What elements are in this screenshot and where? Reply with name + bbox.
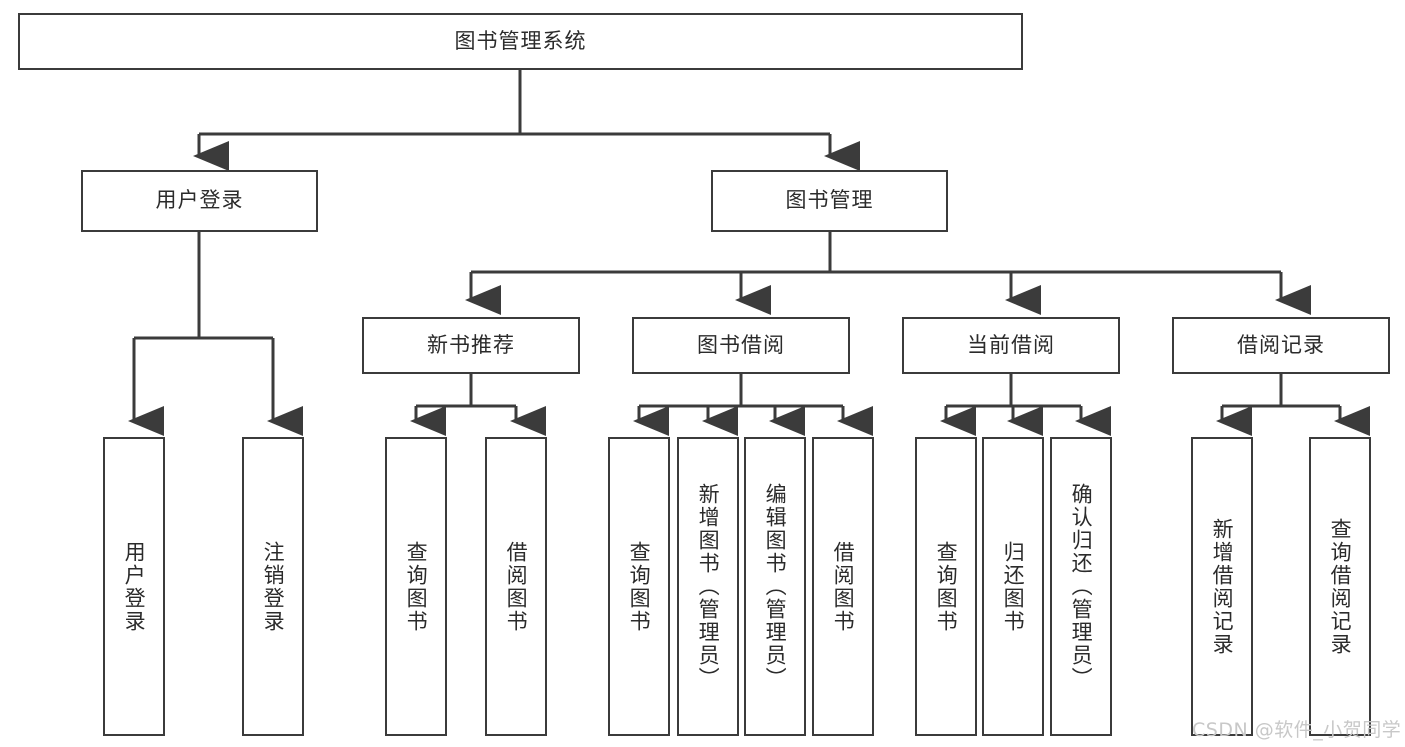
node-leaf-query-book-2[interactable]: 查询图书: [608, 437, 670, 736]
node-book-manage[interactable]: 图书管理: [711, 170, 948, 232]
node-leaf-borrow-book-1-label: 借阅图书: [504, 540, 529, 633]
node-leaf-logout-login[interactable]: 注销登录: [242, 437, 304, 736]
node-book-manage-label: 图书管理: [785, 188, 874, 213]
node-leaf-query-book-1-label: 查询图书: [404, 540, 429, 633]
node-leaf-query-book-2-label: 查询图书: [627, 540, 652, 633]
node-leaf-add-record-label: 新增借阅记录: [1210, 517, 1235, 656]
node-leaf-edit-book-label: 编辑图书（管理员）: [763, 483, 788, 690]
node-book-borrow[interactable]: 图书借阅: [632, 317, 850, 374]
node-root[interactable]: 图书管理系统: [18, 13, 1023, 70]
node-current-borrow[interactable]: 当前借阅: [902, 317, 1120, 374]
node-current-borrow-label: 当前借阅: [967, 332, 1055, 357]
node-borrow-record[interactable]: 借阅记录: [1172, 317, 1390, 374]
node-leaf-query-record[interactable]: 查询借阅记录: [1309, 437, 1371, 736]
node-leaf-confirm-return-label: 确认归还（管理员）: [1069, 483, 1094, 690]
csdn-watermark: CSDN @软件_小贺同学: [1192, 719, 1402, 741]
node-user-login[interactable]: 用户登录: [81, 170, 318, 232]
node-leaf-query-book-1[interactable]: 查询图书: [385, 437, 447, 736]
node-leaf-user-login[interactable]: 用户登录: [103, 437, 165, 736]
node-leaf-add-record[interactable]: 新增借阅记录: [1191, 437, 1253, 736]
node-leaf-edit-book[interactable]: 编辑图书（管理员）: [744, 437, 806, 736]
node-book-borrow-label: 图书借阅: [697, 332, 785, 357]
node-leaf-return-book-label: 归还图书: [1001, 540, 1026, 633]
node-leaf-confirm-return[interactable]: 确认归还（管理员）: [1050, 437, 1112, 736]
node-root-label: 图书管理系统: [454, 28, 587, 53]
node-leaf-return-book[interactable]: 归还图书: [982, 437, 1044, 736]
node-leaf-add-book-label: 新增图书（管理员）: [696, 483, 721, 690]
node-leaf-logout-login-label: 注销登录: [261, 540, 286, 633]
node-leaf-user-login-label: 用户登录: [122, 540, 147, 633]
node-leaf-borrow-book-2[interactable]: 借阅图书: [812, 437, 874, 736]
node-leaf-query-book-3[interactable]: 查询图书: [915, 437, 977, 736]
node-leaf-borrow-book-2-label: 借阅图书: [831, 540, 856, 633]
node-new-book-rec-label: 新书推荐: [427, 332, 515, 357]
node-user-login-label: 用户登录: [155, 188, 244, 213]
node-leaf-query-book-3-label: 查询图书: [934, 540, 959, 633]
node-leaf-query-record-label: 查询借阅记录: [1328, 517, 1353, 656]
node-new-book-rec[interactable]: 新书推荐: [362, 317, 580, 374]
node-leaf-add-book[interactable]: 新增图书（管理员）: [677, 437, 739, 736]
node-borrow-record-label: 借阅记录: [1237, 332, 1325, 357]
node-leaf-borrow-book-1[interactable]: 借阅图书: [485, 437, 547, 736]
